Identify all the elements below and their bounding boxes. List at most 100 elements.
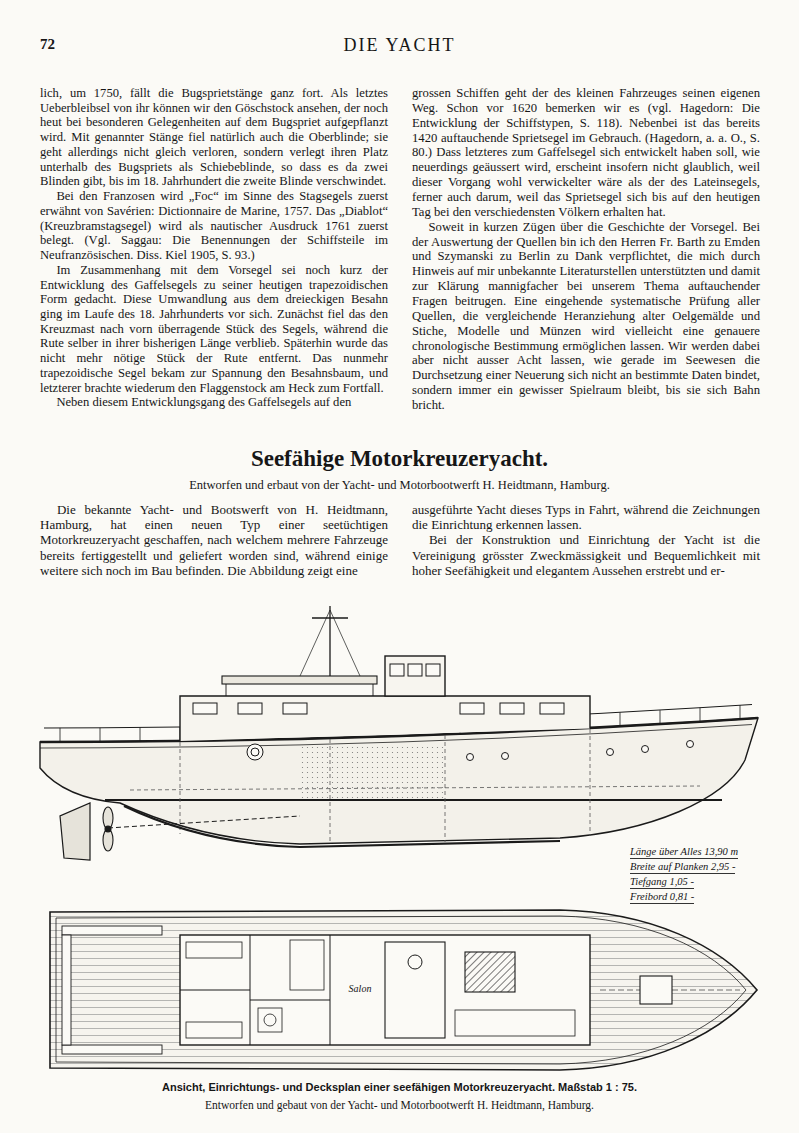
deck-plan (250, 1000, 330, 1001)
side-view (740, 705, 741, 719)
deck-plan (62, 935, 71, 1045)
side-view (40, 606, 758, 860)
rudder (60, 803, 90, 860)
byline: Entworfen und erbaut von der Yacht- und … (0, 478, 799, 493)
awning-support (226, 684, 373, 696)
awning (222, 676, 377, 684)
side-view (247, 744, 263, 760)
deck-plan (50, 910, 757, 1070)
side-view (226, 684, 227, 696)
side-view (590, 729, 591, 836)
side-view (500, 703, 524, 714)
side-view (329, 606, 330, 676)
side-view (330, 610, 360, 676)
side-view (180, 742, 181, 834)
side-view (467, 754, 474, 761)
side-view (620, 712, 621, 726)
page-number: 72 (40, 36, 100, 53)
running-head: DIE YACHT (0, 35, 799, 56)
deck-plan (186, 942, 242, 958)
fitting (186, 940, 575, 1038)
fore-hatch (640, 976, 672, 1004)
deck-plan (330, 935, 331, 1045)
bulkhead (130, 729, 700, 843)
side-view (251, 748, 259, 756)
article-title: Seefähige Motorkreuzeryacht. (0, 446, 799, 472)
side-view (312, 617, 348, 618)
side-view (130, 786, 700, 790)
figure-caption: Ansicht, Einrichtungs- und Decksplan ein… (0, 1081, 799, 1093)
dimension-label: Tiefgang 1,05 - (630, 875, 694, 889)
deck-plan (455, 1010, 575, 1036)
cabin-wall (180, 935, 330, 1045)
side-view (140, 727, 141, 741)
mast (300, 606, 360, 676)
wheelhouse (385, 656, 445, 696)
side-view (607, 749, 614, 756)
waterline (105, 799, 722, 801)
side-view (408, 664, 422, 676)
deck-plan (290, 940, 324, 990)
body-paragraph: grossen Schiffen geht der des kleinen Fa… (412, 86, 760, 220)
body-paragraph: ausgeführte Yacht dieses Typs in Fahrt, … (412, 502, 760, 532)
side-view (193, 703, 217, 714)
side-view (238, 703, 262, 714)
lifebuoy (247, 744, 263, 760)
side-view (660, 710, 661, 724)
deckhouse-plan (180, 935, 590, 1045)
body-paragraph: Im Zusammenhang mit dem Vorsegel sei noc… (40, 263, 388, 396)
skylight (465, 952, 515, 992)
side-view (373, 684, 374, 696)
steering-wheel (408, 955, 422, 969)
covering-board (56, 916, 746, 1064)
text-column: grossen Schiffen geht der des kleinen Fa… (412, 86, 760, 413)
wheelhouse-window (390, 664, 440, 676)
aft-bench (62, 926, 162, 1054)
dimension-label: Breite auf Planken 2,95 - (630, 860, 735, 874)
deckhouse-window (193, 703, 564, 714)
body-paragraph: Die bekannte Yacht- und Bootswerft von H… (40, 502, 388, 578)
deck-plan (62, 926, 162, 935)
wheelhouse-plan (385, 942, 445, 1038)
side-view (445, 735, 446, 842)
side-view (687, 741, 694, 748)
side-view (300, 610, 330, 676)
engine-room (300, 745, 445, 800)
side-view (460, 703, 484, 714)
side-view (283, 703, 307, 714)
side-view (100, 728, 101, 742)
deck-plan (264, 1014, 276, 1026)
body-paragraph: lich, um 1750, fällt die Bugsprietstänge… (40, 86, 388, 189)
body-paragraph: Soweit in kurzen Zügen über die Geschich… (412, 220, 760, 413)
side-view (390, 664, 404, 676)
side-view (700, 708, 701, 722)
deckhouse (180, 696, 590, 741)
side-view (330, 739, 331, 843)
propeller (103, 807, 113, 851)
keel (124, 806, 560, 847)
text-column: lich, um 1750, fällt die Bugsprietstänge… (40, 86, 388, 410)
room-label: Salon (336, 983, 384, 994)
porthole (467, 741, 694, 761)
deck-plan (62, 1045, 162, 1054)
side-view (502, 753, 509, 760)
caption-line: Entworfen und gebaut von der Yacht- und … (0, 1099, 799, 1111)
side-view (540, 703, 564, 714)
deck-plan (186, 1022, 242, 1038)
side-view (642, 746, 649, 753)
text-column: ausgeführte Yacht dieses Typs in Fahrt, … (412, 502, 760, 578)
body-paragraph: Neben diesem Entwicklungsgang des Gaffel… (40, 395, 388, 410)
side-view (426, 664, 440, 676)
body-paragraph: Bei den Franzosen wird „Foc“ im Sinne de… (40, 189, 388, 263)
text-column: Die bekannte Yacht- und Bootswerft von H… (40, 502, 388, 578)
hull (40, 718, 758, 844)
deck-outline (50, 910, 757, 1070)
deck-plan (258, 1008, 282, 1032)
side-view (105, 826, 111, 832)
deck-plan (180, 990, 250, 991)
dimension-label: Länge über Alles 13,90 m (630, 845, 738, 859)
dimension-label: Freibord 0,81 - (630, 890, 694, 904)
body-paragraph: Bei der Konstruktion und Einrichtung der… (412, 532, 760, 578)
